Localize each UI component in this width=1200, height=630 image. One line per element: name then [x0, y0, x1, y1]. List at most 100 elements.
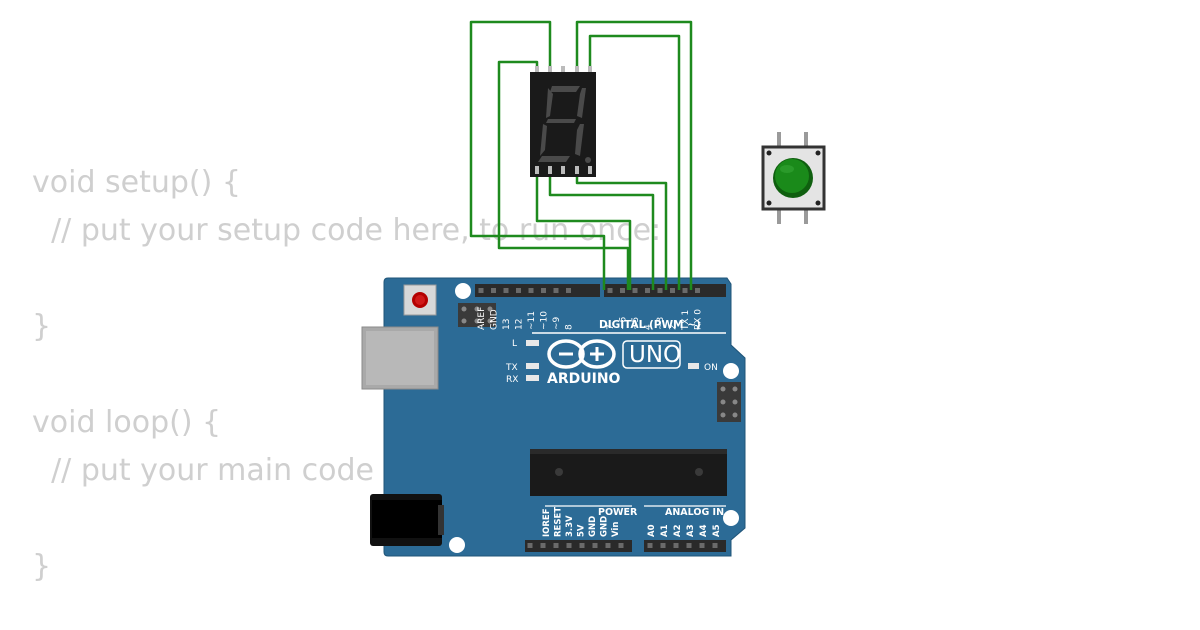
digital-pin-label: 7 [606, 324, 616, 330]
code-line-2: // put your setup code here, to run once… [32, 213, 662, 248]
wire-segment-a[interactable] [469, 20, 606, 290]
wire-segment-f[interactable] [548, 170, 655, 290]
analog-pin-label: A3 [686, 524, 696, 537]
analog-pin-label: A2 [673, 524, 683, 537]
digital-pin-hole[interactable] [670, 288, 675, 293]
power-pin-label: GND [600, 516, 610, 537]
arduino-logo-icon [547, 339, 616, 369]
power-pin-hole[interactable] [566, 543, 572, 548]
dc-power-jack-icon [370, 494, 444, 546]
power-pin-label: 5V [577, 524, 587, 537]
analog-pin-label: A4 [699, 524, 709, 537]
digital-pin-holes [478, 288, 700, 293]
digital-pin-hole[interactable] [682, 288, 688, 293]
digital-pin-label: TX 1 [681, 310, 691, 331]
digital-pin-hole[interactable] [695, 288, 700, 293]
analog-pin-hole[interactable] [686, 543, 692, 548]
power-pin-hole[interactable] [527, 543, 533, 548]
analog-pin-hole[interactable] [660, 543, 666, 548]
seven-segment-display[interactable] [530, 66, 596, 177]
analog-pin-label: A1 [660, 524, 670, 537]
display-segments [538, 86, 591, 163]
led-on: ON [688, 363, 718, 373]
digital-pin-hole[interactable] [516, 288, 521, 293]
analog-pin-hole[interactable] [647, 543, 653, 548]
segment-a [550, 86, 580, 92]
digital-pin-label: RX 0 [694, 309, 704, 330]
power-header [525, 540, 632, 552]
segment-c [575, 124, 584, 156]
power-pin-label: GND [588, 516, 598, 537]
mounting-hole [723, 363, 739, 379]
segment-d [538, 156, 570, 162]
digital-pin-label: GND [490, 309, 500, 330]
digital-pin-hole[interactable] [541, 288, 546, 293]
digital-pin-label: ~9 [552, 316, 562, 330]
power-pin-hole[interactable] [605, 543, 611, 548]
digital-pin-hole[interactable] [607, 288, 613, 293]
wire-segment-d[interactable] [588, 34, 681, 290]
digital-pin-label: ~10 [540, 311, 550, 330]
icsp-header-right [717, 382, 741, 422]
analog-pin-hole[interactable] [712, 543, 718, 548]
digital-pin-hole[interactable] [478, 288, 484, 293]
power-pin-label: 3.3V [565, 515, 575, 537]
digital-pin-hole[interactable] [657, 288, 663, 293]
board-model: UNO [629, 342, 681, 368]
analog-pin-hole[interactable] [699, 543, 705, 548]
led-l-label: L [512, 339, 517, 349]
analog-pin-hole[interactable] [673, 543, 679, 548]
digital-header [475, 284, 726, 297]
reset-button[interactable] [403, 284, 437, 316]
analog-pin-label: A0 [647, 524, 657, 537]
led-tx-label: TX [505, 363, 518, 373]
segment-dp [585, 157, 591, 163]
code-line-6: void loop() { [32, 405, 222, 440]
digital-pin-label: ~3 [656, 317, 666, 330]
digital-pin-hole[interactable] [632, 288, 638, 293]
code-line-1: void setup() { [32, 165, 241, 200]
power-pin-label: Vin [611, 522, 621, 537]
digital-pin-hole[interactable] [491, 288, 496, 293]
atmega-chip [530, 449, 727, 496]
power-pin-hole[interactable] [553, 543, 559, 548]
wire-segment-b[interactable] [497, 60, 630, 290]
wire-segment-c[interactable] [575, 20, 693, 290]
power-pin-hole[interactable] [592, 543, 598, 548]
icsp-header [458, 303, 496, 327]
digital-pin-label: 2 [669, 324, 679, 330]
digital-pin-hole[interactable] [566, 288, 571, 293]
digital-pin-label: 8 [565, 324, 575, 330]
digital-pin-hole[interactable] [620, 288, 625, 293]
digital-pin-label: ~11 [527, 311, 537, 330]
code-line-9: } [32, 549, 52, 584]
digital-pin-label: 4 [644, 324, 654, 330]
segment-f [546, 88, 553, 118]
power-pin-label: IOREF [542, 508, 552, 537]
digital-pin-hole[interactable] [528, 288, 534, 293]
analog-pin-label: A5 [712, 524, 722, 537]
power-pin-hole[interactable] [540, 543, 546, 548]
digital-pin-hole[interactable] [503, 288, 509, 293]
mounting-hole [449, 537, 465, 553]
bottom-pin-holes [527, 543, 718, 548]
uno-badge [622, 340, 681, 369]
led-on-label: ON [704, 363, 718, 373]
digital-pin-label: 13 [502, 319, 512, 330]
wires[interactable] [469, 20, 693, 290]
power-pin-hole[interactable] [579, 543, 585, 548]
wire-segment-e[interactable] [535, 170, 632, 290]
board-brand: ARDUINO [547, 371, 621, 387]
mounting-hole [723, 510, 739, 526]
digital-pin-hole[interactable] [645, 288, 650, 293]
digital-pin-label: ~5 [631, 317, 641, 330]
digital-pin-label: AREF [477, 307, 487, 330]
push-button[interactable] [761, 132, 826, 224]
power-pin-hole[interactable] [618, 543, 624, 548]
segment-b [577, 88, 586, 118]
digital-pin-hole[interactable] [553, 288, 559, 293]
